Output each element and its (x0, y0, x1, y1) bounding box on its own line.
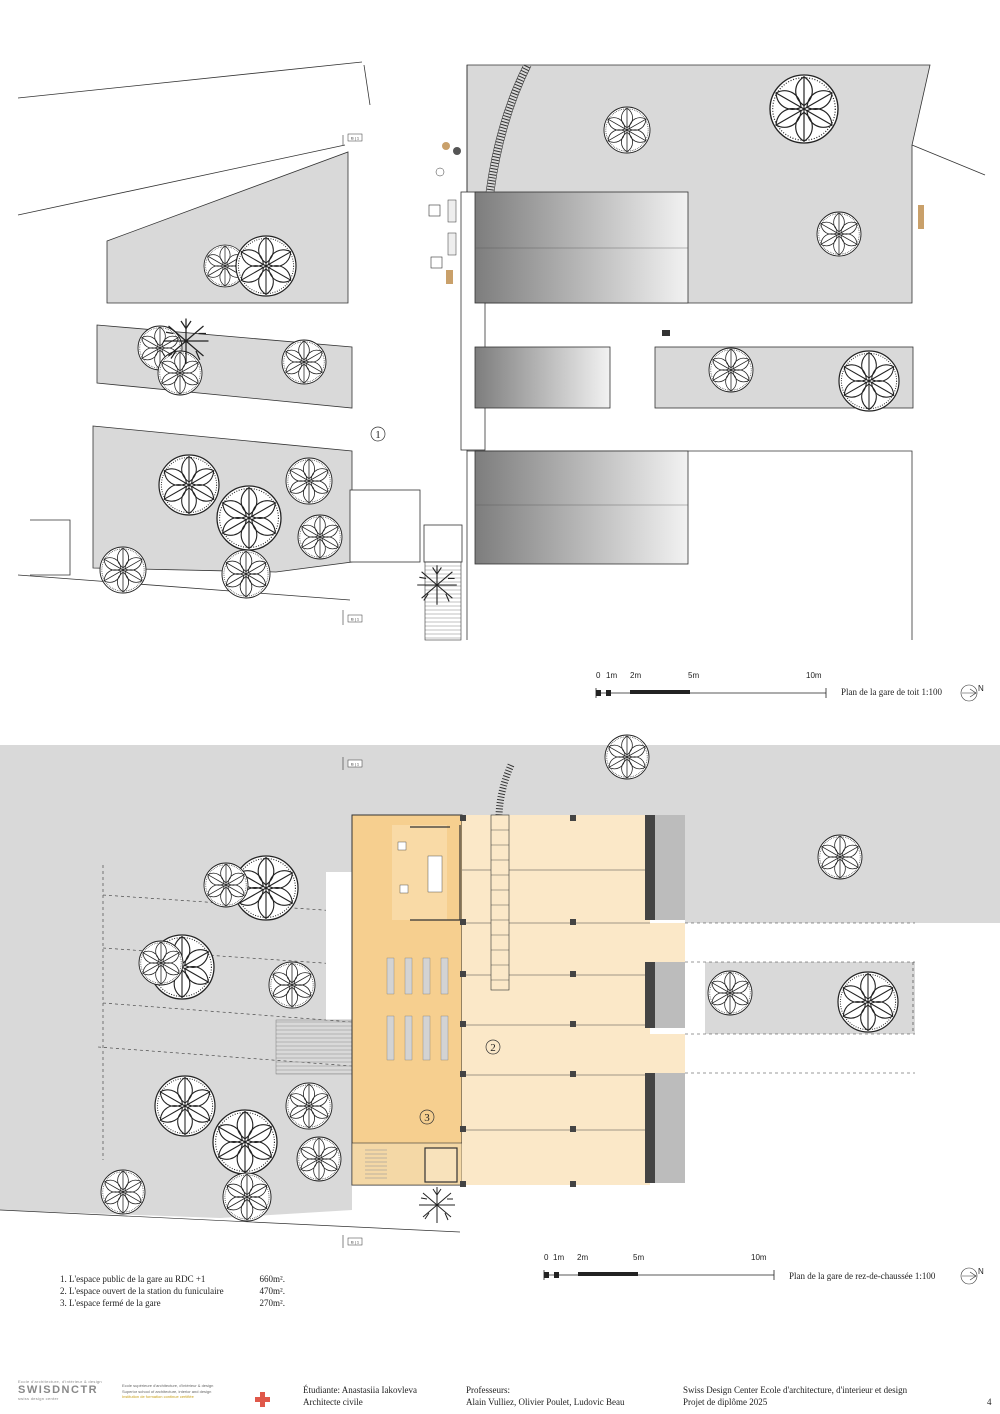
svg-text:3: 3 (424, 1112, 430, 1124)
roof-north-arrow: N (960, 684, 984, 702)
roof-section-mark-top: B | 1 (342, 133, 363, 145)
ground-plan-title: Plan de la gare de rez-de-chaussée 1:100 (789, 1271, 936, 1281)
legend-row-1: 1. L'espace public de la gare au RDC +1 … (60, 1274, 285, 1284)
project-info: Swiss Design Center Ecole d'architecture… (683, 1385, 908, 1407)
page-number: 4 (987, 1397, 992, 1407)
ground-entry-strip (326, 872, 352, 1020)
svg-text:B | 1: B | 1 (351, 617, 360, 622)
certification-cross-icon (255, 1392, 270, 1407)
roof-panel-bottom (474, 450, 689, 565)
school-description: Ecole supérieure d'architecture, d'intér… (122, 1383, 214, 1399)
svg-text:B | 1: B | 1 (351, 136, 360, 141)
ground-section-mark-top: B | 1 (342, 757, 363, 770)
ground-entry-stairs (275, 1019, 353, 1075)
roof-panel-top (474, 191, 689, 304)
roof-plan: B | 1 B | 1 1 0 1m 2m 5m 10m Plan de la … (17, 61, 986, 702)
open-station-area (462, 815, 650, 1185)
roof-panel-middle (474, 346, 611, 409)
svg-text:2m: 2m (630, 671, 641, 680)
svg-text:5m: 5m (688, 671, 699, 680)
roof-funicular-rail (485, 64, 532, 193)
roof-annex-box (349, 489, 421, 563)
ground-plan: 2 3 B | 1 B | 1 0 1m 2m 5m (0, 734, 1000, 1285)
svg-text:N: N (978, 684, 984, 693)
legend-row-2: 2. L'espace ouvert de la station du funi… (60, 1286, 285, 1296)
ground-marker-3: 3 (419, 1109, 435, 1125)
roof-plan-title: Plan de la gare de toit 1:100 (841, 687, 942, 697)
svg-text:B | 1: B | 1 (351, 762, 360, 767)
legend-row-3: 3. L'espace fermé de la gare 270m². (60, 1298, 285, 1308)
svg-text:B | 1: B | 1 (351, 1240, 360, 1245)
roof-small-box (423, 524, 463, 563)
svg-text:10m: 10m (806, 671, 822, 680)
ground-marker-2: 2 (485, 1039, 501, 1055)
ground-scale-bar: 0 1m 2m 5m 10m (543, 1253, 775, 1280)
svg-text:2: 2 (490, 1042, 496, 1054)
ground-funicular-rail (490, 763, 515, 991)
roof-marker-1: 1 (370, 426, 386, 442)
ground-section-mark-bottom: B | 1 (342, 1235, 363, 1248)
svg-text:1m: 1m (606, 671, 617, 680)
svg-text:2m: 2m (577, 1253, 588, 1262)
open-station-columns (460, 815, 655, 1187)
roof-section-mark-bottom: B | 1 (342, 610, 363, 625)
open-station-walls (462, 869, 650, 1131)
svg-text:N: N (978, 1267, 984, 1276)
student-info: Étudiante: Anastasiia Iakovleva Architec… (303, 1385, 417, 1407)
svg-text:1: 1 (375, 429, 381, 441)
ground-grey-band (0, 745, 1000, 822)
ground-north-arrow: N (960, 1267, 984, 1285)
closed-station-benches (386, 957, 449, 1061)
svg-text:10m: 10m (751, 1253, 767, 1262)
svg-text:0: 0 (544, 1253, 549, 1262)
roof-stair (424, 561, 462, 641)
svg-text:0: 0 (596, 671, 601, 680)
svg-text:5m: 5m (633, 1253, 644, 1262)
area-legend: 1. L'espace public de la gare au RDC +1 … (60, 1273, 285, 1309)
school-logo: Ecole d'architecture, d'intérieur & desi… (18, 1379, 102, 1401)
roof-scale-bar: 0 1m 2m 5m 10m (595, 671, 827, 698)
roof-street-lines (17, 61, 986, 601)
professors-info: Professeurs: Alain Vulliez, Olivier Poul… (466, 1385, 625, 1407)
svg-text:1m: 1m (553, 1253, 564, 1262)
